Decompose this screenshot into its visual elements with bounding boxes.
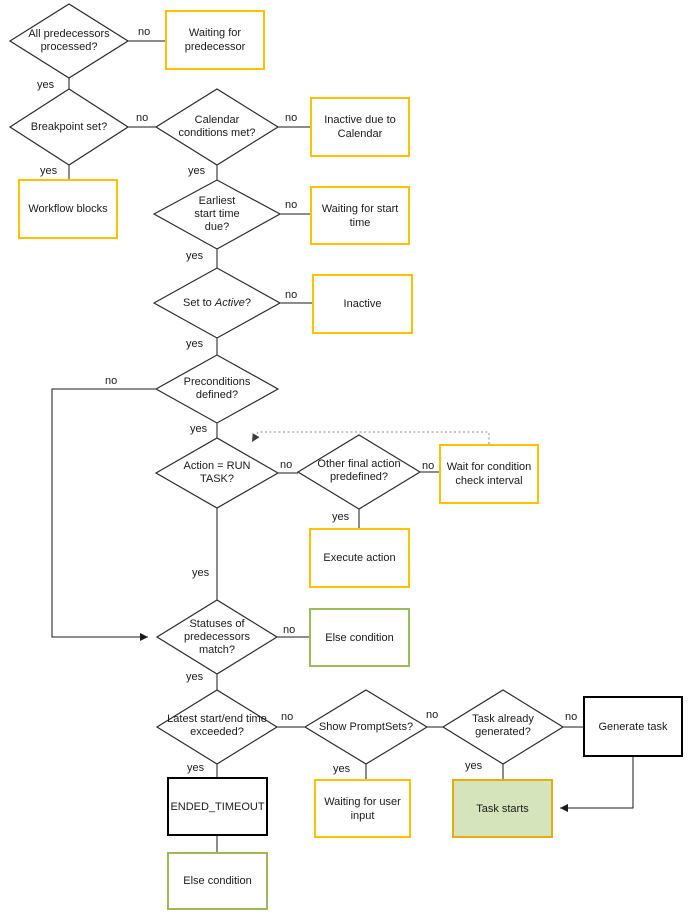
diamond-calendar-conditions-met: [154, 88, 280, 166]
diamond-label-latest-start-end-time-exceeded: Latest start/end time exceeded?: [167, 713, 267, 738]
edge-label-yes-statuses: yes: [186, 671, 204, 683]
edge-label-no-earliest: no: [285, 199, 298, 211]
diamond-preconditions-defined: [154, 354, 280, 424]
edge-label-yes-other-final-action: yes: [332, 511, 350, 523]
decision-diamonds: [8, 3, 565, 765]
edge-label-no-preconditions: no: [105, 375, 118, 387]
edge-label-yes-latest: yes: [187, 762, 205, 774]
edge-label-yes-show-promptsets: yes: [333, 763, 351, 775]
diamond-set-to-active: [152, 267, 282, 339]
diamond-show-promptsets: [303, 689, 429, 765]
box-workflow-blocks: Workflow blocks: [18, 179, 118, 239]
box-waiting-for-start-time: Waiting for start time: [310, 186, 410, 245]
diamond-action-run-task: [154, 437, 280, 509]
diamond-label-show-promptsets: Show PromptSets?: [318, 720, 414, 733]
diamond-label-statuses-of-predecessors-match: Statuses of predecessors match?: [183, 617, 251, 656]
edge-label-no-all-predecessors: no: [138, 26, 151, 38]
diamond-earliest-start-time-due: [152, 179, 282, 250]
diamond-task-already-generated: [441, 689, 565, 765]
box-waiting-for-user-input: Waiting for user input: [314, 779, 411, 838]
box-generate-task: Generate task: [583, 696, 683, 757]
diamond-label-breakpoint-set: Breakpoint set?: [30, 120, 108, 133]
edge-label-yes-calendar: yes: [188, 165, 206, 177]
diamond-other-final-action-predefined: [296, 434, 422, 510]
edge-label-no-other-final-action: no: [422, 460, 435, 472]
box-else-condition-statuses: Else condition: [309, 608, 410, 667]
diamond-label-other-final-action-predefined: Other final action predefined?: [317, 458, 401, 483]
diamond-label-earliest-start-time-due: Earliest start time due?: [194, 194, 240, 233]
connector-lines: [51, 40, 634, 852]
box-inactive: Inactive: [312, 274, 413, 334]
diamond-label-action-run-task: Action = RUN TASK?: [183, 460, 251, 485]
diamond-breakpoint-set: [8, 88, 130, 166]
diamond-label-task-already-generated: Task already generated?: [472, 713, 534, 738]
edge-label-yes-task-generated: yes: [465, 760, 483, 772]
edge-label-yes-earliest: yes: [186, 250, 204, 262]
edge-label-yes-breakpoint: yes: [40, 165, 58, 177]
box-ended-timeout: ENDED_TIMEOUT: [167, 777, 268, 836]
box-inactive-due-to-calendar: Inactive due to Calendar: [310, 97, 410, 157]
box-wait-for-condition-check-interval: Wait for condition check interval: [439, 444, 539, 504]
diamond-latest-start-end-time-exceeded: [155, 689, 279, 765]
edge-label-yes-action-run-task: yes: [192, 567, 210, 579]
connector-no-preconditions-to-statuses: [51, 388, 156, 641]
edge-label-no-breakpoint: no: [136, 112, 149, 124]
box-task-starts: Task starts: [452, 779, 553, 838]
diamond-statuses-of-predecessors-match: [155, 599, 279, 675]
edge-label-yes-set-active: yes: [186, 338, 204, 350]
edge-label-no-calendar: no: [285, 112, 298, 124]
edge-label-yes-preconditions: yes: [190, 423, 208, 435]
edge-label-yes-all-predecessors: yes: [37, 79, 55, 91]
edge-label-no-show-promptsets: no: [426, 709, 439, 721]
edge-label-no-statuses: no: [283, 624, 296, 636]
diamond-label-calendar-conditions-met: Calendar conditions met?: [178, 114, 256, 139]
edge-label-no-set-active: no: [285, 289, 298, 301]
diamond-label-set-to-active: Set to Active?: [183, 296, 251, 309]
diamond-label-all-predecessors-processed: All predecessors processed?: [28, 28, 110, 53]
diamond-all-predecessors-processed: [8, 3, 130, 79]
edge-label-no-task-generated: no: [565, 711, 578, 723]
box-execute-action: Execute action: [309, 528, 410, 588]
connector-generate-task-to-task-starts: [560, 757, 634, 812]
edge-label-no-latest: no: [281, 711, 294, 723]
condition-check-loop-dotted-arrow: [251, 431, 490, 444]
box-waiting-for-predecessor: Waiting for predecessor: [165, 10, 265, 70]
edge-label-no-action-run-task: no: [280, 459, 293, 471]
box-else-condition-timeout: Else condition: [167, 852, 268, 910]
diamond-label-preconditions-defined: Preconditions defined?: [183, 376, 251, 401]
